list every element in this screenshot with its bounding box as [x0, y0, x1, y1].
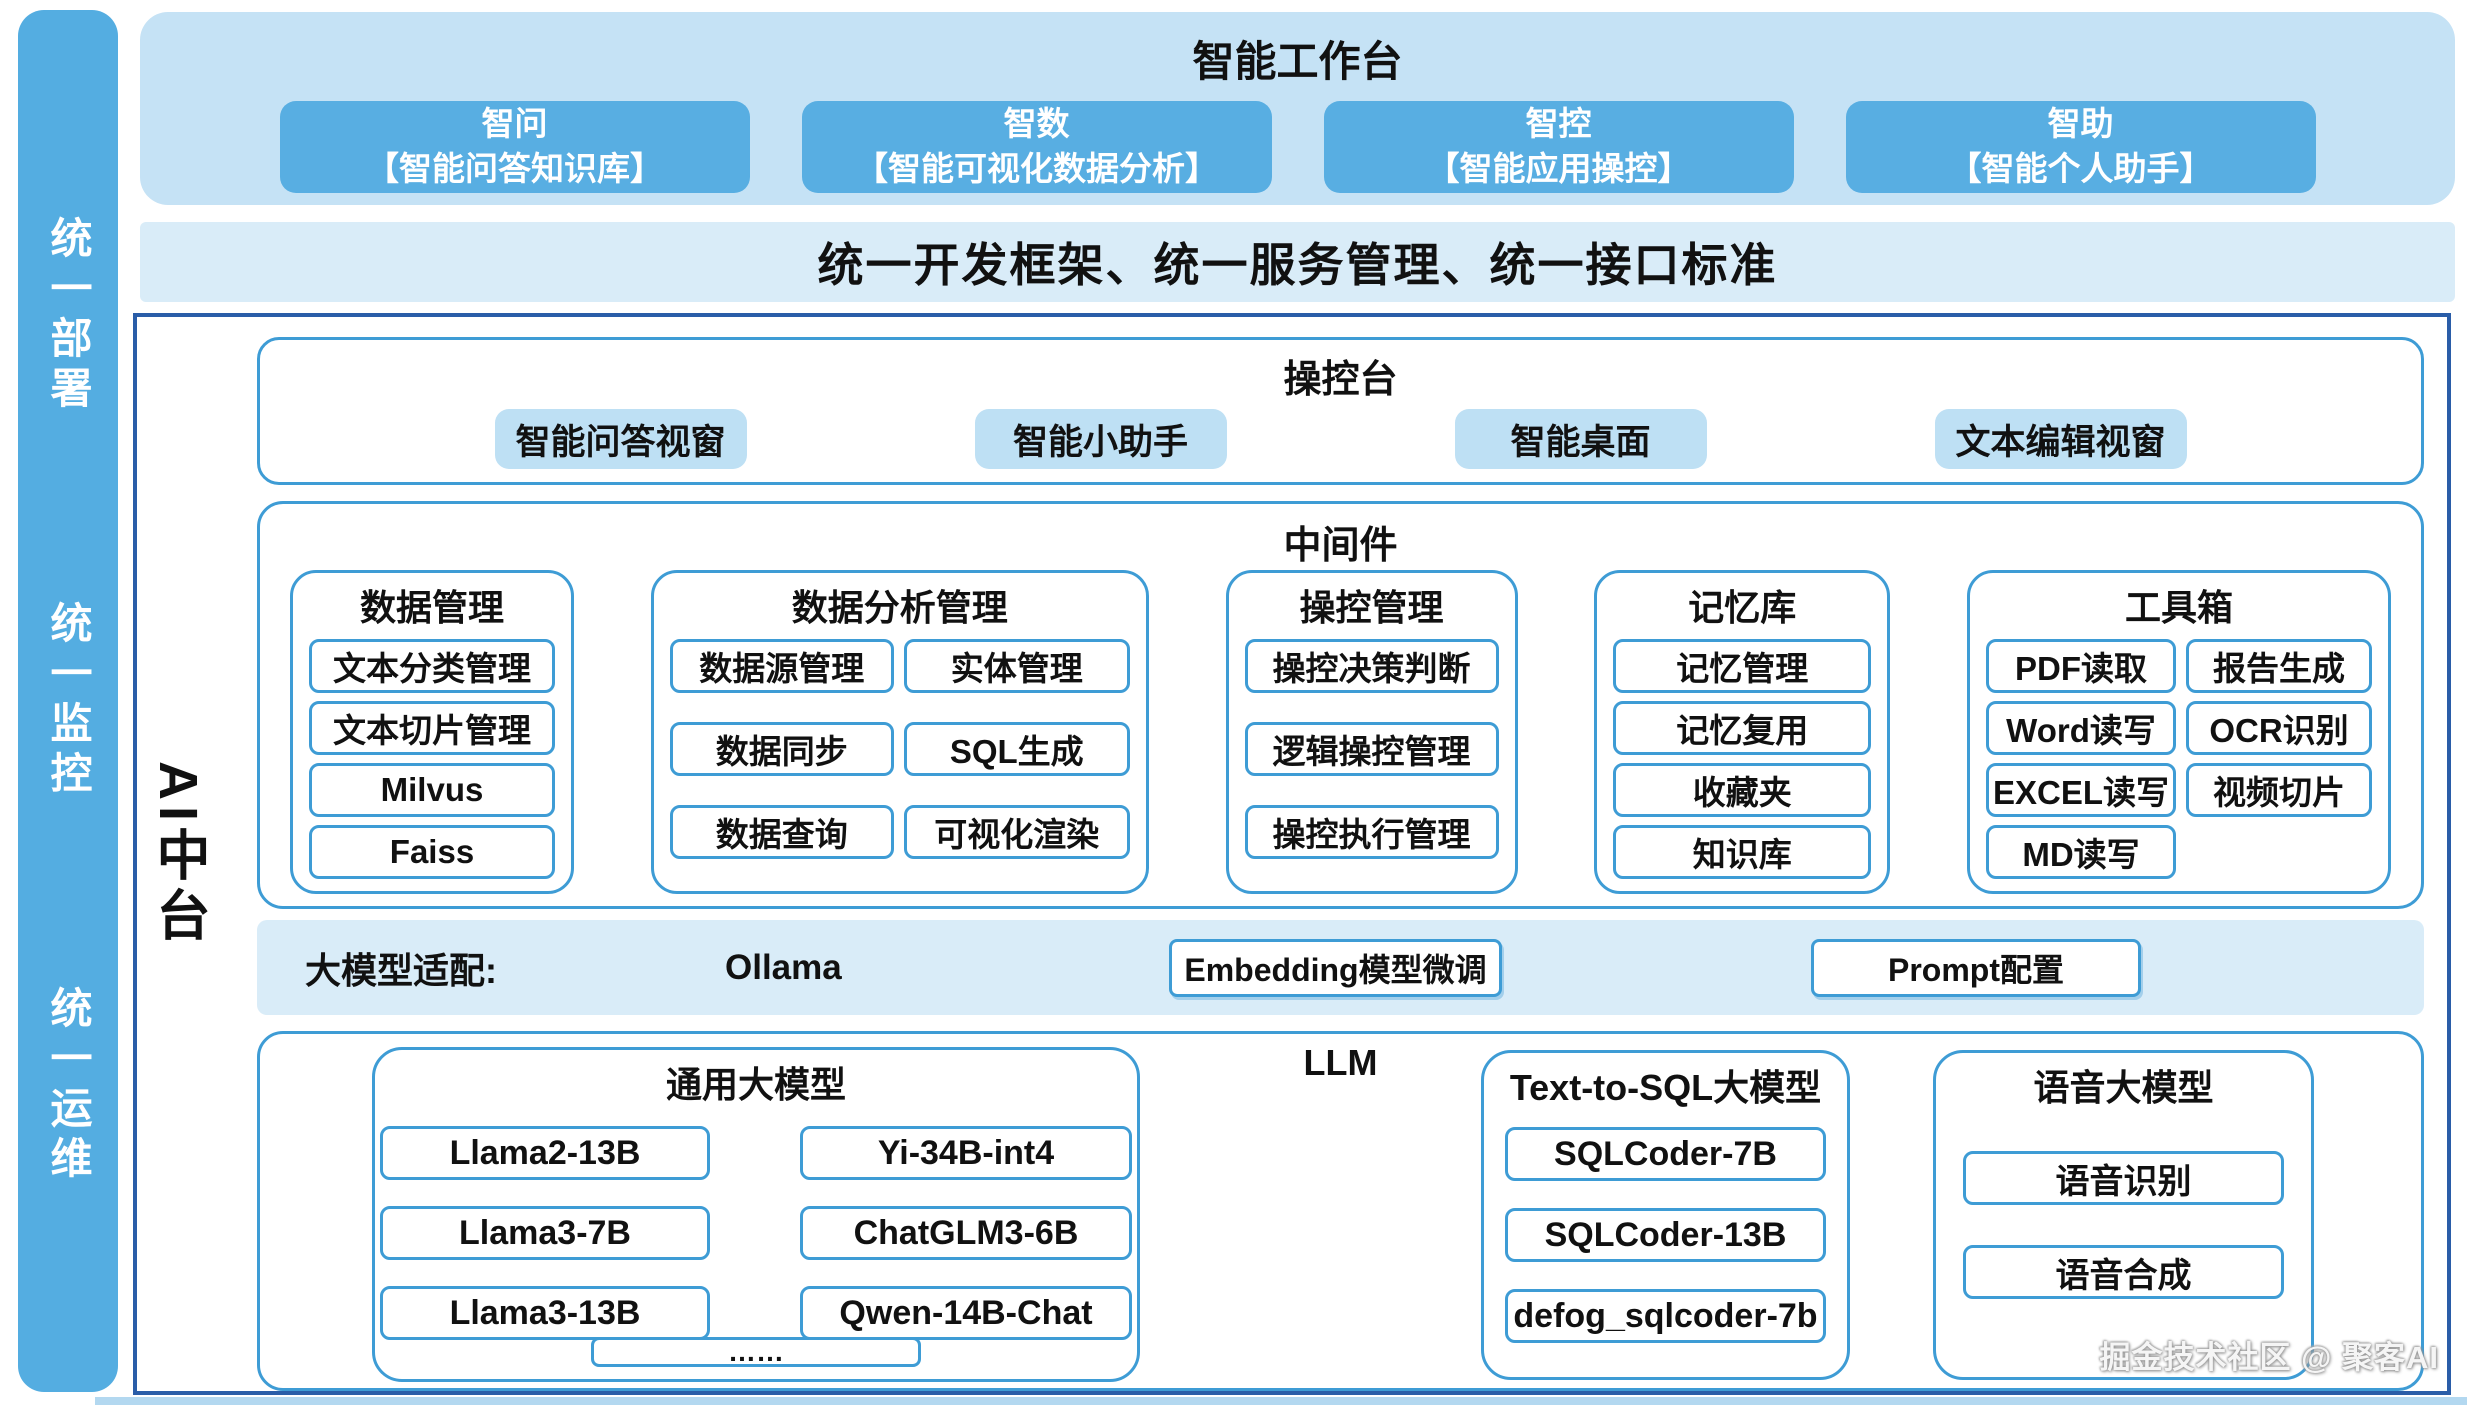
adapter-box-prompt-config: Prompt配置	[1811, 938, 2141, 997]
group-title: 数据管理	[359, 587, 504, 628]
console-buttons-row: 智能问答视窗 智能小助手 智能桌面 文本编辑视窗	[260, 409, 2421, 469]
llm-more-models-item: ……	[591, 1337, 921, 1367]
middleware-title: 中间件	[1283, 525, 1398, 567]
llm-model-item: Llama2-13B	[380, 1126, 710, 1180]
middleware-item: 逻辑操控管理	[1244, 722, 1499, 776]
group-title: Text-to-SQL大模型	[1509, 1067, 1822, 1108]
group-title: 工具箱	[2124, 587, 2233, 628]
sidebar-label-unified-monitor: 统一监控	[45, 601, 92, 801]
group-title: 通用大模型	[665, 1064, 846, 1105]
middleware-item: PDF读取	[1986, 639, 2176, 693]
adapter-label: 大模型适配:	[305, 949, 497, 991]
llm-model-item: Llama3-7B	[380, 1206, 710, 1260]
workbench-buttons-row: 智问 【智能问答知识库】 智数 【智能可视化数据分析】 智控 【智能应用操控】 …	[140, 101, 2455, 193]
adapter-runtime-ollama: Ollama	[725, 947, 842, 987]
llm-title: LLM	[1303, 1042, 1378, 1083]
middleware-item: 操控决策判断	[1244, 639, 1499, 693]
console-btn-assistant: 智能小助手	[974, 409, 1227, 469]
middleware-item: 报告生成	[2186, 639, 2372, 693]
workbench-btn-zhizhu: 智助 【智能个人助手】	[1845, 101, 2316, 193]
group-title: 语音大模型	[2033, 1067, 2214, 1108]
llm-model-item: SQLCoder-7B	[1505, 1127, 1826, 1181]
console-btn-text-editor: 文本编辑视窗	[1934, 409, 2187, 469]
middleware-group-control-management: 操控管理 操控决策判断 逻辑操控管理 操控执行管理	[1225, 570, 1518, 894]
middleware-item: 文本分类管理	[309, 639, 555, 693]
group-title: 操控管理	[1299, 587, 1444, 628]
sidebar-label-unified-maintain: 统一运维	[45, 986, 92, 1186]
middleware-item: SQL生成	[903, 722, 1130, 776]
group-title: 记忆库	[1688, 587, 1797, 628]
middleware-item: 实体管理	[903, 639, 1130, 693]
middleware-item: 操控执行管理	[1244, 805, 1499, 859]
workbench-btn-name: 智助	[2047, 105, 2114, 143]
ai-platform-box: AI中台 操控台 智能问答视窗 智能小助手 智能桌面 文本编辑视窗 中间件 数据…	[133, 313, 2451, 1395]
unified-framework-text: 统一开发框架、统一服务管理、统一接口标准	[817, 239, 1778, 291]
llm-model-item: defog_sqlcoder-7b	[1505, 1289, 1826, 1343]
llm-model-item: Yi-34B-int4	[800, 1126, 1132, 1180]
middleware-item: Word读写	[1986, 701, 2176, 755]
workbench-btn-desc: 【智能问答知识库】	[366, 150, 663, 187]
llm-section: LLM 通用大模型 Llama2-13B Llama3-7B Llama3-13…	[257, 1031, 2424, 1391]
middleware-item: 视频切片	[2186, 763, 2372, 817]
middleware-group-data-analysis: 数据分析管理 数据源管理 数据同步 数据查询 实体管理 SQL生成 可视化渲染	[650, 570, 1149, 894]
unified-framework-bar: 统一开发框架、统一服务管理、统一接口标准	[140, 222, 2455, 302]
middleware-item: 知识库	[1613, 825, 1872, 879]
llm-model-item: 语音识别	[1963, 1151, 2284, 1205]
workbench-btn-desc: 【智能可视化数据分析】	[855, 150, 1218, 187]
smart-workbench-panel: 智能工作台 智问 【智能问答知识库】 智数 【智能可视化数据分析】 智控 【智能…	[140, 12, 2455, 205]
console-btn-desktop: 智能桌面	[1454, 409, 1707, 469]
unified-ops-sidebar: 统一部署 统一监控 统一运维	[18, 10, 118, 1392]
llm-group-general-models: 通用大模型 Llama2-13B Llama3-7B Llama3-13B Yi…	[372, 1047, 1140, 1382]
middleware-item: 收藏夹	[1613, 763, 1872, 817]
console-title: 操控台	[1283, 359, 1398, 401]
middleware-item: 数据查询	[669, 805, 894, 859]
workbench-btn-name: 智数	[1003, 105, 1070, 143]
bottom-edge-strip	[95, 1397, 2467, 1405]
workbench-btn-name: 智控	[1525, 105, 1592, 143]
workbench-title: 智能工作台	[1192, 38, 1403, 85]
middleware-item: Faiss	[309, 825, 555, 879]
middleware-item: 可视化渲染	[903, 805, 1130, 859]
llm-group-speech-models: 语音大模型 语音识别 语音合成	[1933, 1050, 2314, 1380]
middleware-item: 文本切片管理	[309, 701, 555, 755]
group-title: 数据分析管理	[791, 587, 1008, 628]
llm-model-item: SQLCoder-13B	[1505, 1208, 1826, 1262]
workbench-btn-desc: 【智能个人助手】	[1948, 150, 2213, 187]
llm-model-item: Llama3-13B	[380, 1286, 710, 1340]
workbench-btn-desc: 【智能应用操控】	[1426, 150, 1691, 187]
middleware-item: 数据源管理	[669, 639, 894, 693]
workbench-btn-zhishu: 智数 【智能可视化数据分析】	[801, 101, 1272, 193]
middleware-item: 记忆复用	[1613, 701, 1872, 755]
middleware-item: 数据同步	[669, 722, 894, 776]
middleware-item: 记忆管理	[1613, 639, 1872, 693]
middleware-item: EXCEL读写	[1986, 763, 2176, 817]
middleware-groups-row: 数据管理 文本分类管理 文本切片管理 Milvus Faiss 数据分析管理	[290, 570, 2391, 894]
watermark-text: 掘金技术社区 @ 聚客AI	[2099, 1340, 2439, 1375]
middleware-item: OCR识别	[2186, 701, 2372, 755]
sidebar-label-unified-deploy: 统一部署	[45, 216, 92, 416]
middleware-group-toolbox: 工具箱 PDF读取 Word读写 EXCEL读写 MD读写 报告生成 OCR识别…	[1967, 570, 2391, 894]
middleware-group-data-management: 数据管理 文本分类管理 文本切片管理 Milvus Faiss	[290, 570, 574, 894]
workbench-btn-zhiwen: 智问 【智能问答知识库】	[279, 101, 750, 193]
middleware-section: 中间件 数据管理 文本分类管理 文本切片管理 Milvus Faiss 数据分析	[257, 501, 2424, 909]
adapter-box-embedding-finetune: Embedding模型微调	[1169, 938, 1502, 997]
middleware-item: MD读写	[1986, 825, 2176, 879]
workbench-btn-zhikong: 智控 【智能应用操控】	[1323, 101, 1794, 193]
workbench-btn-name: 智问	[481, 105, 548, 143]
console-btn-qa-window: 智能问答视窗	[494, 409, 747, 469]
middleware-item: Milvus	[309, 763, 555, 817]
llm-model-item: 语音合成	[1963, 1245, 2284, 1299]
llm-model-item: Qwen-14B-Chat	[800, 1286, 1132, 1340]
console-section: 操控台 智能问答视窗 智能小助手 智能桌面 文本编辑视窗	[257, 337, 2424, 485]
ai-platform-label: AI中台	[148, 761, 208, 947]
llm-group-text-to-sql: Text-to-SQL大模型 SQLCoder-7B SQLCoder-13B …	[1481, 1050, 1850, 1380]
model-adapter-bar: 大模型适配: Ollama Embedding模型微调 Prompt配置	[257, 920, 2424, 1015]
middleware-group-memory: 记忆库 记忆管理 记忆复用 收藏夹 知识库	[1594, 570, 1891, 894]
llm-model-item: ChatGLM3-6B	[800, 1206, 1132, 1260]
